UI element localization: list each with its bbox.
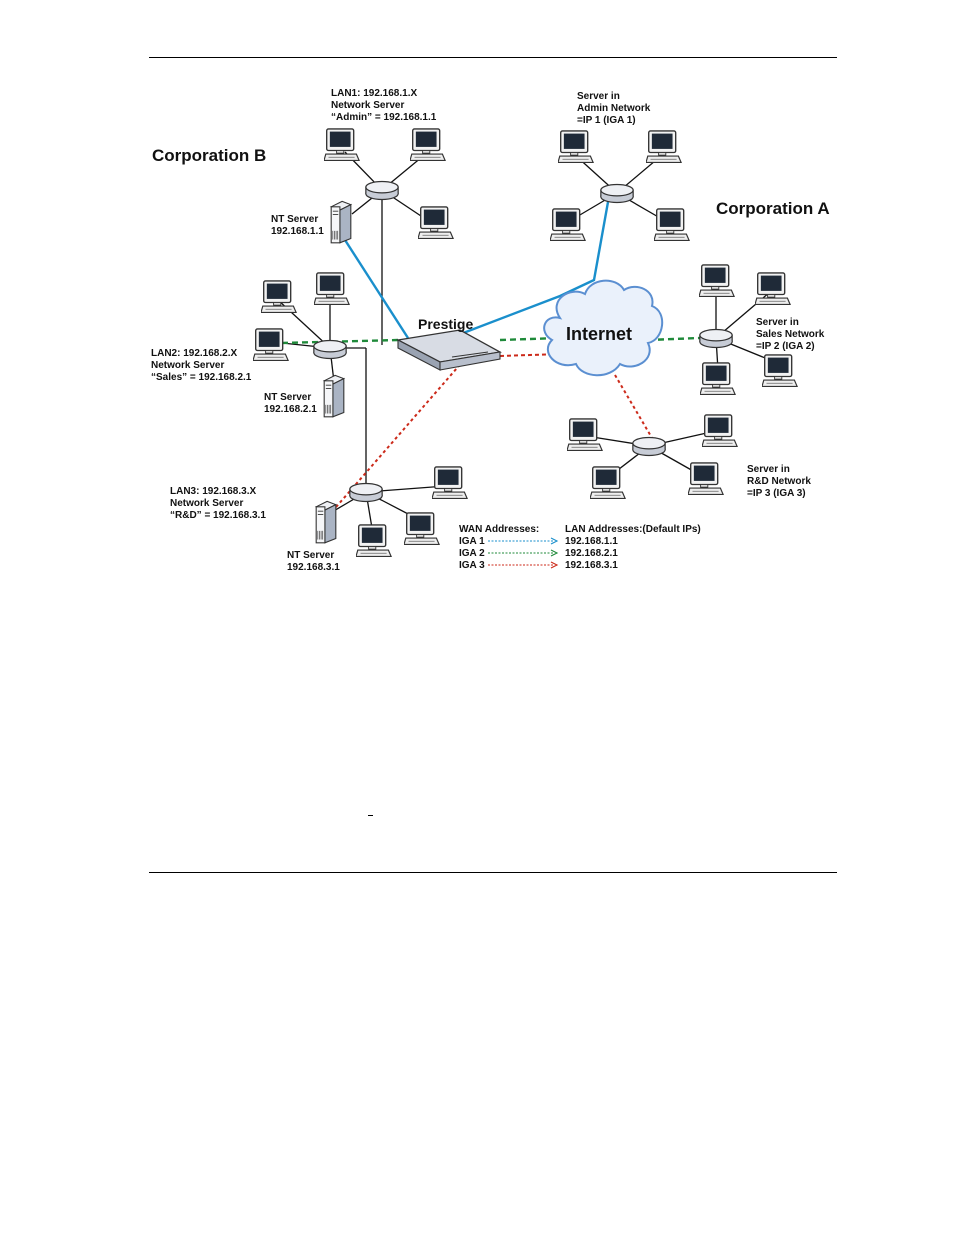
svg-text:LAN3: 192.168.3.X: LAN3: 192.168.3.X (170, 486, 256, 497)
legend-wan-1: IGA 1 (459, 536, 485, 547)
computer-icon (762, 354, 798, 388)
corporation-a-heading: Corporation A (716, 199, 830, 218)
legend-arrowhead-2 (550, 549, 559, 557)
nt-server-lan1-icon (330, 200, 352, 244)
legend-lan-3: 192.168.3.1 (565, 560, 618, 571)
svg-text:“Sales” = 192.168.2.1: “Sales” = 192.168.2.1 (151, 372, 252, 383)
svg-text:NT Server: NT Server (271, 214, 318, 225)
computer-icon (558, 130, 594, 164)
svg-text:Admin Network: Admin Network (577, 103, 651, 114)
computer-icon (324, 128, 360, 162)
svg-text:Server in: Server in (747, 464, 790, 475)
legend-arrowhead-1 (550, 537, 559, 545)
iga1-link-b (457, 201, 610, 337)
svg-text:Network Server: Network Server (331, 100, 404, 111)
svg-text:=IP 2 (IGA 2): =IP 2 (IGA 2) (756, 341, 815, 352)
svg-text:“R&D” = 192.168.3.1: “R&D” = 192.168.3.1 (170, 510, 266, 521)
rd-server-label: Server in R&D Network =IP 3 (IGA 3) (747, 464, 811, 499)
computer-icon (654, 208, 690, 242)
legend-lan-1: 192.168.1.1 (565, 536, 618, 547)
prestige-label: Prestige (418, 316, 473, 332)
iga2-link-c (647, 336, 701, 342)
lan2-hub (313, 339, 347, 360)
computer-icon (314, 272, 350, 306)
computer-icon (755, 272, 791, 306)
header-rule (149, 57, 837, 58)
computer-icon (702, 414, 738, 448)
computer-icon (590, 466, 626, 500)
computer-icon (404, 512, 440, 546)
svg-text:NT Server: NT Server (287, 550, 334, 561)
internet-label: Internet (566, 324, 632, 344)
computer-icon (688, 462, 724, 496)
lan-addresses-header: LAN Addresses:(Default IPs) (565, 524, 701, 535)
sales-server-label: Server in Sales Network =IP 2 (IGA 2) (756, 317, 825, 352)
nt-server-lan3-icon (315, 500, 337, 544)
iga3-link-c (614, 374, 653, 439)
svg-text:192.168.1.1: 192.168.1.1 (271, 226, 324, 237)
nt-server-lan1-label: NT Server 192.168.1.1 (271, 214, 324, 237)
prestige-router (395, 329, 502, 371)
admin-network-hub (600, 183, 634, 204)
rd-network-hub (632, 436, 666, 457)
legend-wan-2: IGA 2 (459, 548, 485, 559)
lan1-label: LAN1: 192.168.1.X Network Server “Admin”… (331, 88, 437, 123)
lan3-hub (349, 482, 383, 503)
svg-text:R&D Network: R&D Network (747, 476, 811, 487)
admin-server-label: Server in Admin Network =IP 1 (IGA 1) (577, 91, 651, 126)
computer-icon (699, 264, 735, 298)
lan2-label: LAN2: 192.168.2.X Network Server “Sales”… (151, 348, 252, 383)
computer-icon (418, 206, 454, 240)
wan-links (281, 201, 701, 515)
computer-icon (550, 208, 586, 242)
stray-mark (368, 815, 373, 816)
corporation-b-heading: Corporation B (152, 146, 266, 165)
internet-cloud (543, 279, 663, 377)
svg-text:192.168.2.1: 192.168.2.1 (264, 404, 317, 415)
svg-text:Network Server: Network Server (170, 498, 243, 509)
svg-text:Server in: Server in (756, 317, 799, 328)
computer-icon (253, 328, 289, 362)
legend-lan-2: 192.168.2.1 (565, 548, 618, 559)
computer-icon (356, 524, 392, 558)
svg-text:LAN2: 192.168.2.X: LAN2: 192.168.2.X (151, 348, 237, 359)
lan1-hub (365, 180, 399, 201)
svg-text:Network Server: Network Server (151, 360, 224, 371)
legend-wan-3: IGA 3 (459, 560, 485, 571)
computer-icon (700, 362, 736, 396)
svg-text:=IP 1 (IGA 1): =IP 1 (IGA 1) (577, 115, 636, 126)
footer-rule (149, 872, 837, 873)
wan-addresses-header: WAN Addresses: (459, 524, 539, 535)
svg-text:192.168.3.1: 192.168.3.1 (287, 562, 340, 573)
nt-server-lan3-label: NT Server 192.168.3.1 (287, 550, 340, 573)
svg-text:Sales Network: Sales Network (756, 329, 825, 340)
computer-icon (261, 280, 297, 314)
svg-text:=IP 3 (IGA 3): =IP 3 (IGA 3) (747, 488, 806, 499)
address-legend: WAN Addresses: LAN Addresses:(Default IP… (459, 524, 701, 571)
nt-server-lan2-icon (323, 374, 345, 418)
legend-arrowhead-3 (550, 561, 559, 569)
computer-icon (432, 466, 468, 500)
computer-icon (410, 128, 446, 162)
svg-text:LAN1: 192.168.1.X: LAN1: 192.168.1.X (331, 88, 417, 99)
computer-icon (646, 130, 682, 164)
sales-network-hub (699, 328, 733, 349)
lan3-label: LAN3: 192.168.3.X Network Server “R&D” =… (170, 486, 266, 521)
nt-server-lan2-label: NT Server 192.168.2.1 (264, 392, 317, 415)
svg-text:NT Server: NT Server (264, 392, 311, 403)
svg-text:Server in: Server in (577, 91, 620, 102)
iga1-link-a (343, 239, 410, 339)
computer-icon (567, 418, 603, 452)
svg-text:“Admin” = 192.168.1.1: “Admin” = 192.168.1.1 (331, 112, 437, 123)
